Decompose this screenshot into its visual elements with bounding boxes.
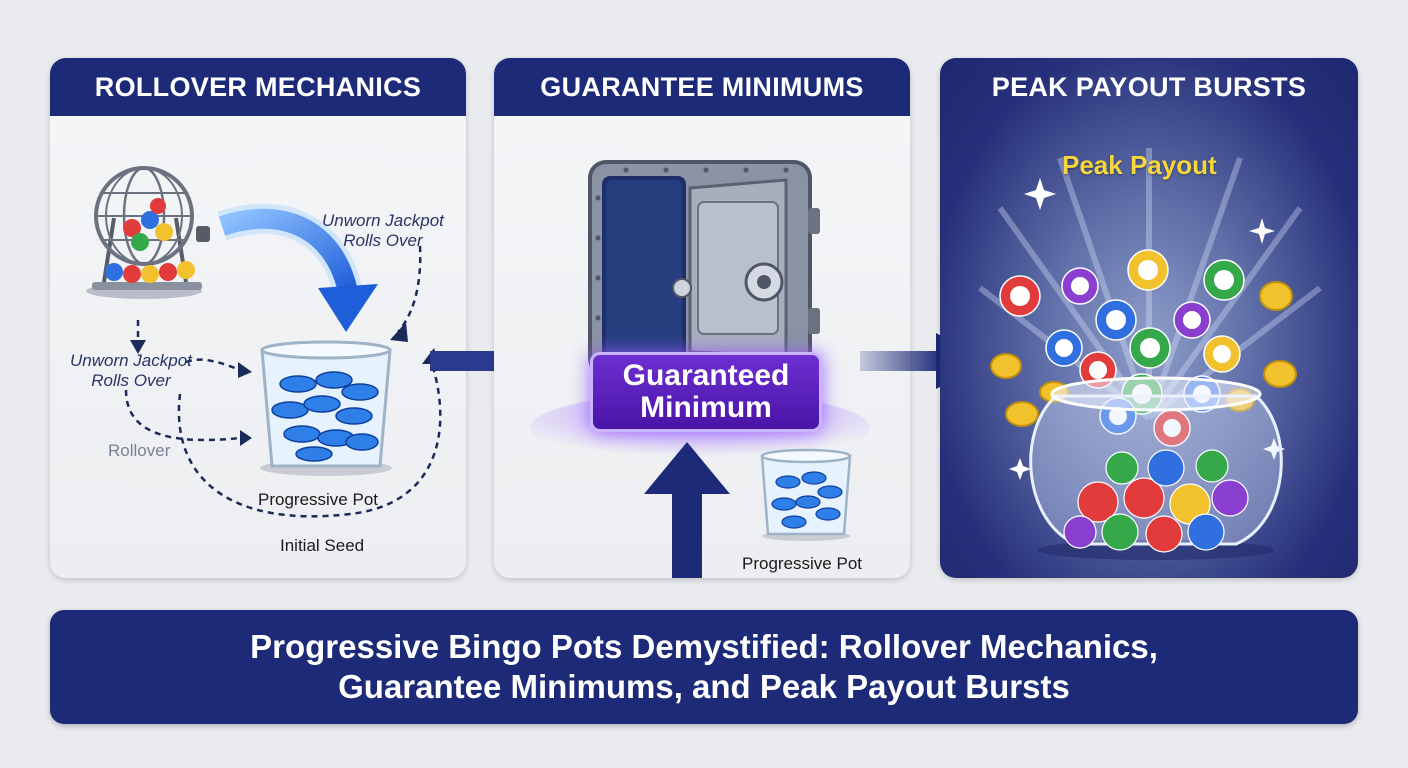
panel-title: GUARANTEE MINIMUMS [494, 58, 910, 116]
panel-title: ROLLOVER MECHANICS [50, 58, 466, 116]
up-arrow [644, 442, 730, 578]
label-initial-seed: Initial Seed [280, 536, 365, 555]
small-pot-icon [760, 448, 852, 541]
progressive-pot-icon [260, 340, 392, 476]
peak-payout-label: Peak Payout [1062, 150, 1217, 180]
label-unworn-top: Unworn Jackpot Rolls Over [322, 211, 444, 250]
panel-peak: PEAK PAYOUT BURSTS [940, 58, 1358, 578]
bingo-cage-icon [86, 166, 210, 299]
panel-guarantee: GUARANTEE MINIMUMS [494, 58, 910, 578]
label-rollover: Rollover [108, 441, 171, 460]
label-progressive-pot: Progressive Pot [258, 490, 378, 509]
label-unworn-left: Unworn Jackpot Rolls Over [70, 351, 192, 390]
banner-line-1: Progressive Bingo Pots Demystified: Roll… [250, 628, 1158, 665]
bingo-jar-icon [1029, 376, 1283, 560]
banner-line-2: Guarantee Minimums, and Peak Payout Burs… [338, 668, 1070, 705]
guaranteed-minimum-badge: Guaranteed Minimum [590, 352, 822, 432]
title-banner: Progressive Bingo Pots Demystified: Roll… [50, 610, 1358, 724]
label-progressive-pot-small: Progressive Pot [742, 554, 862, 573]
panel-title: PEAK PAYOUT BURSTS [991, 71, 1307, 102]
panel-rollover: ROLLOVER MECHANICS [50, 58, 466, 578]
rollover-curved-arrow [217, 203, 378, 332]
